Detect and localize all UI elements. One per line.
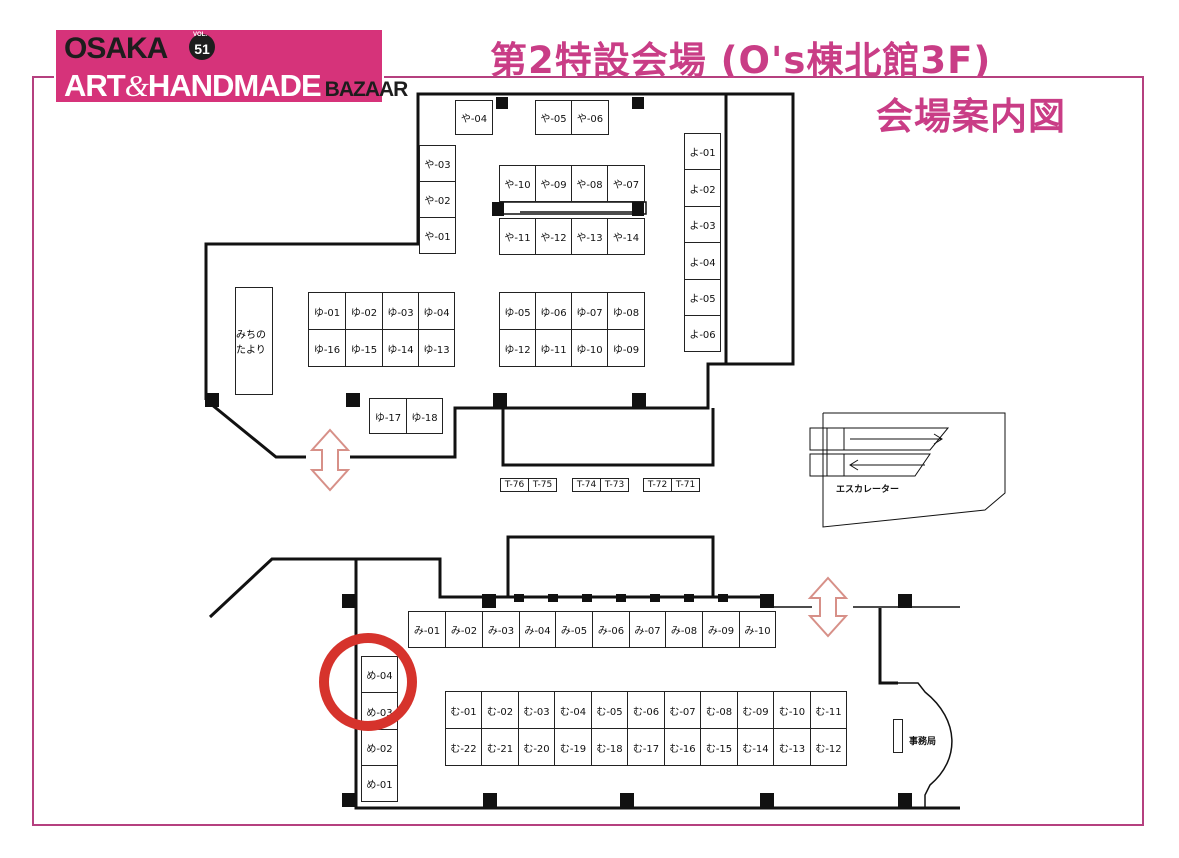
booth-yo-06[interactable]: よ-06 [684, 315, 721, 352]
booth-mu-07[interactable]: む-07 [664, 691, 701, 729]
booth-t-74[interactable]: T-74 [572, 478, 601, 492]
booth-mu-21[interactable]: む-21 [481, 728, 519, 766]
booth-ya-03[interactable]: や-03 [419, 145, 456, 182]
booth-mu-06[interactable]: む-06 [627, 691, 665, 729]
booth-yu-03[interactable]: ゆ-03 [382, 292, 419, 330]
booth-yu-11[interactable]: ゆ-11 [535, 329, 572, 367]
booth-mu-20[interactable]: む-20 [518, 728, 555, 766]
booth-mu-12[interactable]: む-12 [810, 728, 847, 766]
booth-mu-05[interactable]: む-05 [591, 691, 628, 729]
booth-yo-01[interactable]: よ-01 [684, 133, 721, 170]
office-desk [893, 719, 903, 753]
booth-yu-16[interactable]: ゆ-16 [308, 329, 346, 367]
booth-ya-09[interactable]: や-09 [535, 165, 572, 202]
booth-mi-02[interactable]: み-02 [445, 611, 483, 648]
booth-ya-07[interactable]: や-07 [607, 165, 645, 202]
booth-ya-05[interactable]: や-05 [535, 100, 572, 135]
booth-ya-10[interactable]: や-10 [499, 165, 536, 202]
booth-mi-06[interactable]: み-06 [592, 611, 630, 648]
booth-ya-06[interactable]: や-06 [571, 100, 609, 135]
booth-ya-13[interactable]: や-13 [571, 218, 608, 255]
booth-yu-06[interactable]: ゆ-06 [535, 292, 572, 330]
booth-mi-10[interactable]: み-10 [739, 611, 776, 648]
booth-mu-04[interactable]: む-04 [554, 691, 592, 729]
booth-yu-12[interactable]: ゆ-12 [499, 329, 536, 367]
booth-me-01[interactable]: め-01 [361, 765, 398, 802]
booth-mi-04[interactable]: み-04 [519, 611, 556, 648]
booth-mu-19[interactable]: む-19 [554, 728, 592, 766]
booth-yu-04[interactable]: ゆ-04 [418, 292, 455, 330]
booth-mu-10[interactable]: む-10 [773, 691, 811, 729]
booth-ya-08[interactable]: や-08 [571, 165, 608, 202]
booth-t-73[interactable]: T-73 [600, 478, 629, 492]
map-frame [32, 76, 1144, 826]
booth-mi-01[interactable]: み-01 [408, 611, 446, 648]
booth-mu-17[interactable]: む-17 [627, 728, 665, 766]
michinotayori-area: みちのたより [235, 287, 273, 395]
booth-me-02[interactable]: め-02 [361, 729, 398, 766]
booth-yo-02[interactable]: よ-02 [684, 169, 721, 207]
booth-t-76[interactable]: T-76 [500, 478, 529, 492]
logo-vol-badge: VOL.51 [189, 32, 215, 60]
booth-mu-03[interactable]: む-03 [518, 691, 555, 729]
booth-yu-05[interactable]: ゆ-05 [499, 292, 536, 330]
booth-t-75[interactable]: T-75 [528, 478, 557, 492]
booth-ya-02[interactable]: や-02 [419, 181, 456, 218]
booth-mu-09[interactable]: む-09 [737, 691, 774, 729]
highlight-circle [319, 633, 417, 731]
booth-mi-03[interactable]: み-03 [482, 611, 520, 648]
escalator-label: エスカレーター [836, 485, 900, 495]
booth-mu-13[interactable]: む-13 [773, 728, 811, 766]
booth-yu-01[interactable]: ゆ-01 [308, 292, 346, 330]
booth-yu-13[interactable]: ゆ-13 [418, 329, 455, 367]
booth-mu-16[interactable]: む-16 [664, 728, 701, 766]
booth-yu-18[interactable]: ゆ-18 [406, 398, 443, 434]
booth-yu-10[interactable]: ゆ-10 [571, 329, 608, 367]
booth-mi-05[interactable]: み-05 [555, 611, 593, 648]
booth-yu-02[interactable]: ゆ-02 [345, 292, 383, 330]
booth-yu-17[interactable]: ゆ-17 [369, 398, 407, 434]
office-label: 事務局 [909, 737, 937, 747]
booth-yu-14[interactable]: ゆ-14 [382, 329, 419, 367]
booth-mu-22[interactable]: む-22 [445, 728, 482, 766]
booth-ya-01[interactable]: や-01 [419, 217, 456, 254]
booth-t-72[interactable]: T-72 [643, 478, 672, 492]
booth-yu-09[interactable]: ゆ-09 [607, 329, 645, 367]
booth-mu-11[interactable]: む-11 [810, 691, 847, 729]
booth-ya-04[interactable]: や-04 [455, 100, 493, 135]
booth-yo-03[interactable]: よ-03 [684, 206, 721, 243]
booth-yu-07[interactable]: ゆ-07 [571, 292, 608, 330]
booth-ya-11[interactable]: や-11 [499, 218, 536, 255]
booth-yu-08[interactable]: ゆ-08 [607, 292, 645, 330]
booth-mu-18[interactable]: む-18 [591, 728, 628, 766]
booth-mu-08[interactable]: む-08 [700, 691, 738, 729]
venue-title: 第2特設会場 (O's棟北館3F) [490, 39, 992, 82]
booth-mu-02[interactable]: む-02 [481, 691, 519, 729]
booth-mi-09[interactable]: み-09 [702, 611, 740, 648]
booth-t-71[interactable]: T-71 [671, 478, 700, 492]
booth-ya-14[interactable]: や-14 [607, 218, 645, 255]
logo-osaka: OSAKA [64, 32, 168, 65]
booth-mi-08[interactable]: み-08 [665, 611, 703, 648]
booth-mu-01[interactable]: む-01 [445, 691, 482, 729]
venue-subtitle: 会場案内図 [876, 95, 1066, 138]
booth-ya-12[interactable]: や-12 [535, 218, 572, 255]
booth-mu-15[interactable]: む-15 [700, 728, 738, 766]
booth-yu-15[interactable]: ゆ-15 [345, 329, 383, 367]
booth-yo-05[interactable]: よ-05 [684, 279, 721, 316]
booth-mu-14[interactable]: む-14 [737, 728, 774, 766]
booth-yo-04[interactable]: よ-04 [684, 242, 721, 280]
booth-mi-07[interactable]: み-07 [629, 611, 666, 648]
